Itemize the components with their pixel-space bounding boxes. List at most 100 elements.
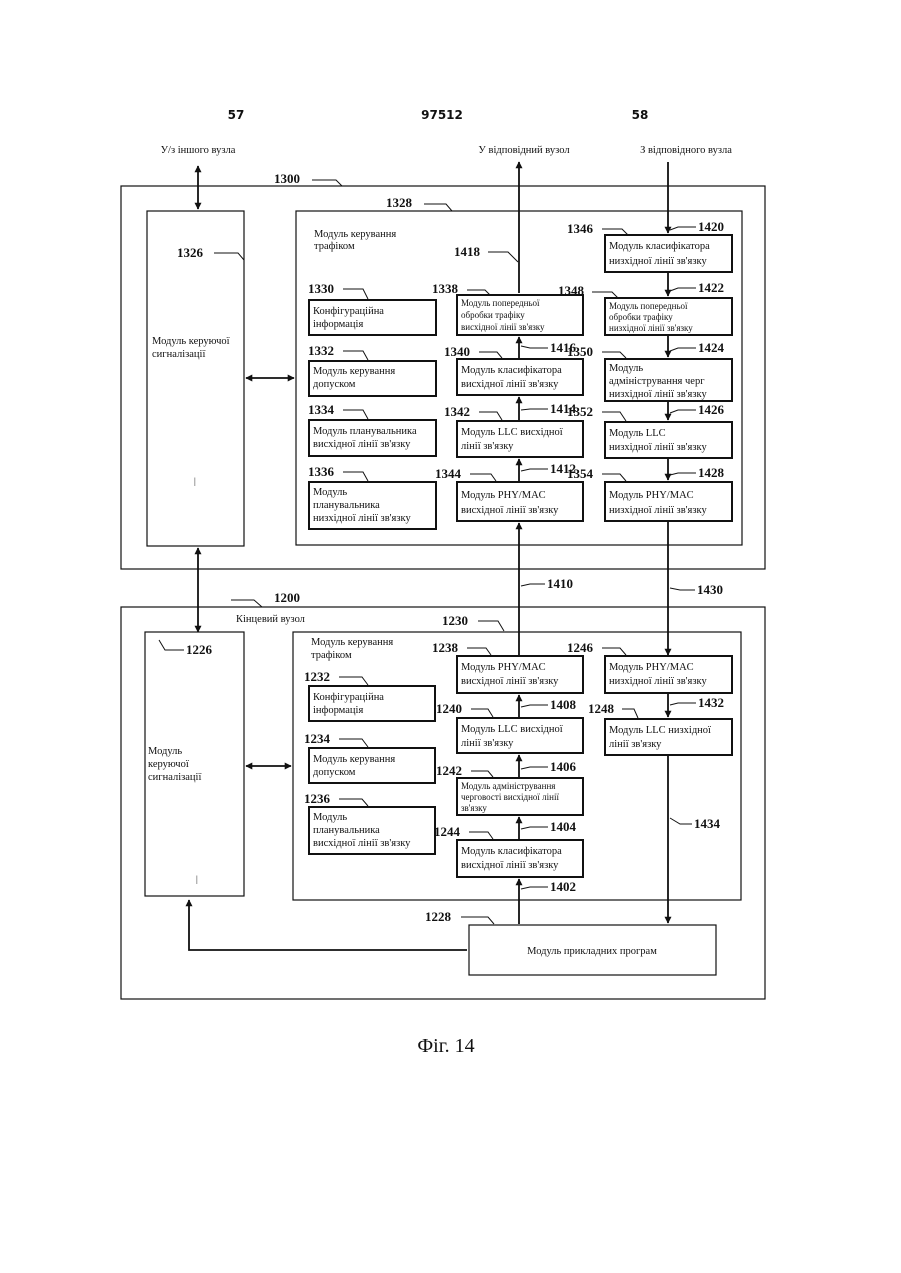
leader-1248 [622,709,638,718]
lower-admission-line2: допуском [313,767,356,778]
leader-1354 [602,474,626,481]
patent-number: 97512 [421,108,463,122]
ref-1414: 1414 [550,401,577,416]
upper-config-line2: інформація [313,319,363,330]
upper-config-line1: Конфігураційна [313,306,384,317]
upper-ul-llc-line2: лінії зв'язку [461,441,514,452]
leader-1336 [343,472,368,481]
lower-ul-scheduler-line1: Модуль [313,812,347,823]
lower-apps-label: Модуль прикладних програм [527,946,657,957]
ref-1248: 1248 [588,701,615,716]
lower-ul-phy-line1: Модуль PHY/MAC [461,662,546,673]
ref-1242: 1242 [436,763,462,778]
lower-ul-llc-line2: лінії зв'язку [461,738,514,749]
ref-1336: 1336 [308,464,335,479]
ref-1228: 1228 [425,909,452,924]
upper-dl-preproc-line3: низхідної лінії зв'язку [609,323,693,333]
leader-1414 [521,409,548,410]
leader-1238 [467,648,491,655]
ref-1412: 1412 [550,461,576,476]
lower-config-line2: інформація [313,705,363,716]
upper-ul-llc-line1: Модуль LLC висхідної [461,427,563,438]
leader-1228 [461,917,494,924]
leader-1232 [339,677,368,685]
upper-dl-preproc-line2: обробки трафіку [609,312,673,322]
leader-1200 [231,600,262,607]
leader-1418 [488,252,518,262]
upper-dl-queue-line3: низхідної лінії зв'язку [609,389,707,400]
lower-signaling-mark: | [196,874,198,884]
ref-1338: 1338 [432,281,459,296]
leader-1334 [343,410,368,419]
leader-1420 [670,227,696,230]
ref-1240: 1240 [436,701,462,716]
upper-dl-classifier-line2: низхідної лінії зв'язку [609,256,707,267]
ref-1422: 1422 [698,280,724,295]
leader-1416 [521,346,548,348]
page-number-left: 57 [228,108,245,122]
leader-1426 [670,410,696,413]
upper-ul-preproc-line1: Модуль попередньої [461,298,540,308]
ref-1328: 1328 [386,195,413,210]
ref-1300: 1300 [274,171,300,186]
ref-1432: 1432 [698,695,724,710]
upper-dl-queue-line2: адміністрування черг [609,376,705,387]
leader-1408 [521,705,548,707]
ref-1334: 1334 [308,402,335,417]
ref-1326: 1326 [177,245,204,260]
lower-ul-phy-line2: висхідної лінії зв'язку [461,676,559,687]
ref-1428: 1428 [698,465,725,480]
upper-traffic-line2: трафіком [314,241,355,252]
lower-ul-classifier-line1: Модуль класифікатора [461,846,562,857]
leader-1410 [521,584,545,586]
ref-1232: 1232 [304,669,330,684]
leader-1340 [479,352,502,358]
leader-1430 [670,588,695,590]
lower-ul-queue-line1: Модуль адміністрування [461,781,555,791]
leader-1328 [424,204,452,211]
leader-1350 [602,352,626,358]
ref-1406: 1406 [550,759,577,774]
ref-1238: 1238 [432,640,459,655]
lower-dl-phy-line2: низхідної лінії зв'язку [609,676,707,687]
upper-dl-queue-line1: Модуль [609,363,643,374]
upper-signaling-mark: | [194,476,196,486]
upper-admission-line2: допуском [313,379,356,390]
lower-ul-scheduler-line2: планувальника [313,825,380,836]
lower-traffic-line1: Модуль керування [311,637,393,648]
ref-1424: 1424 [698,340,725,355]
leader-1344 [470,474,496,481]
ref-1346: 1346 [567,221,594,236]
lower-ul-llc-line1: Модуль LLC висхідної [461,724,563,735]
upper-ul-classifier-line2: висхідної лінії зв'язку [461,379,559,390]
lower-ul-queue-line2: черговості висхідної лінії [461,792,559,802]
leader-1326 [214,253,244,260]
ref-1426: 1426 [698,402,725,417]
ref-1434: 1434 [694,816,721,831]
lower-signaling-line3: сигналізації [148,772,201,783]
ref-1246: 1246 [567,640,594,655]
to-node-label: У відповідний вузол [478,145,569,156]
ref-1226: 1226 [186,642,213,657]
upper-dl-preproc-line1: Модуль попередньої [609,301,688,311]
ref-1344: 1344 [435,466,462,481]
lower-config-line1: Конфігураційна [313,692,384,703]
leader-1244 [469,832,493,839]
ref-1234: 1234 [304,731,331,746]
ref-1408: 1408 [550,697,577,712]
upper-admission-line1: Модуль керування [313,366,395,377]
upper-ul-phy-line1: Модуль PHY/MAC [461,490,546,501]
leader-1352 [602,412,626,421]
lower-dl-phy-line1: Модуль PHY/MAC [609,662,694,673]
ref-1230: 1230 [442,613,468,628]
ref-1416: 1416 [550,340,577,355]
upper-dl-classifier-line1: Модуль класифікатора [609,241,710,252]
leader-1424 [670,348,696,351]
leader-1240 [471,709,493,717]
leader-1404 [521,827,548,829]
leader-1246 [602,648,626,655]
upper-dl-scheduler-line2: планувальника [313,500,380,511]
ref-1418: 1418 [454,244,481,259]
ref-1340: 1340 [444,344,470,359]
